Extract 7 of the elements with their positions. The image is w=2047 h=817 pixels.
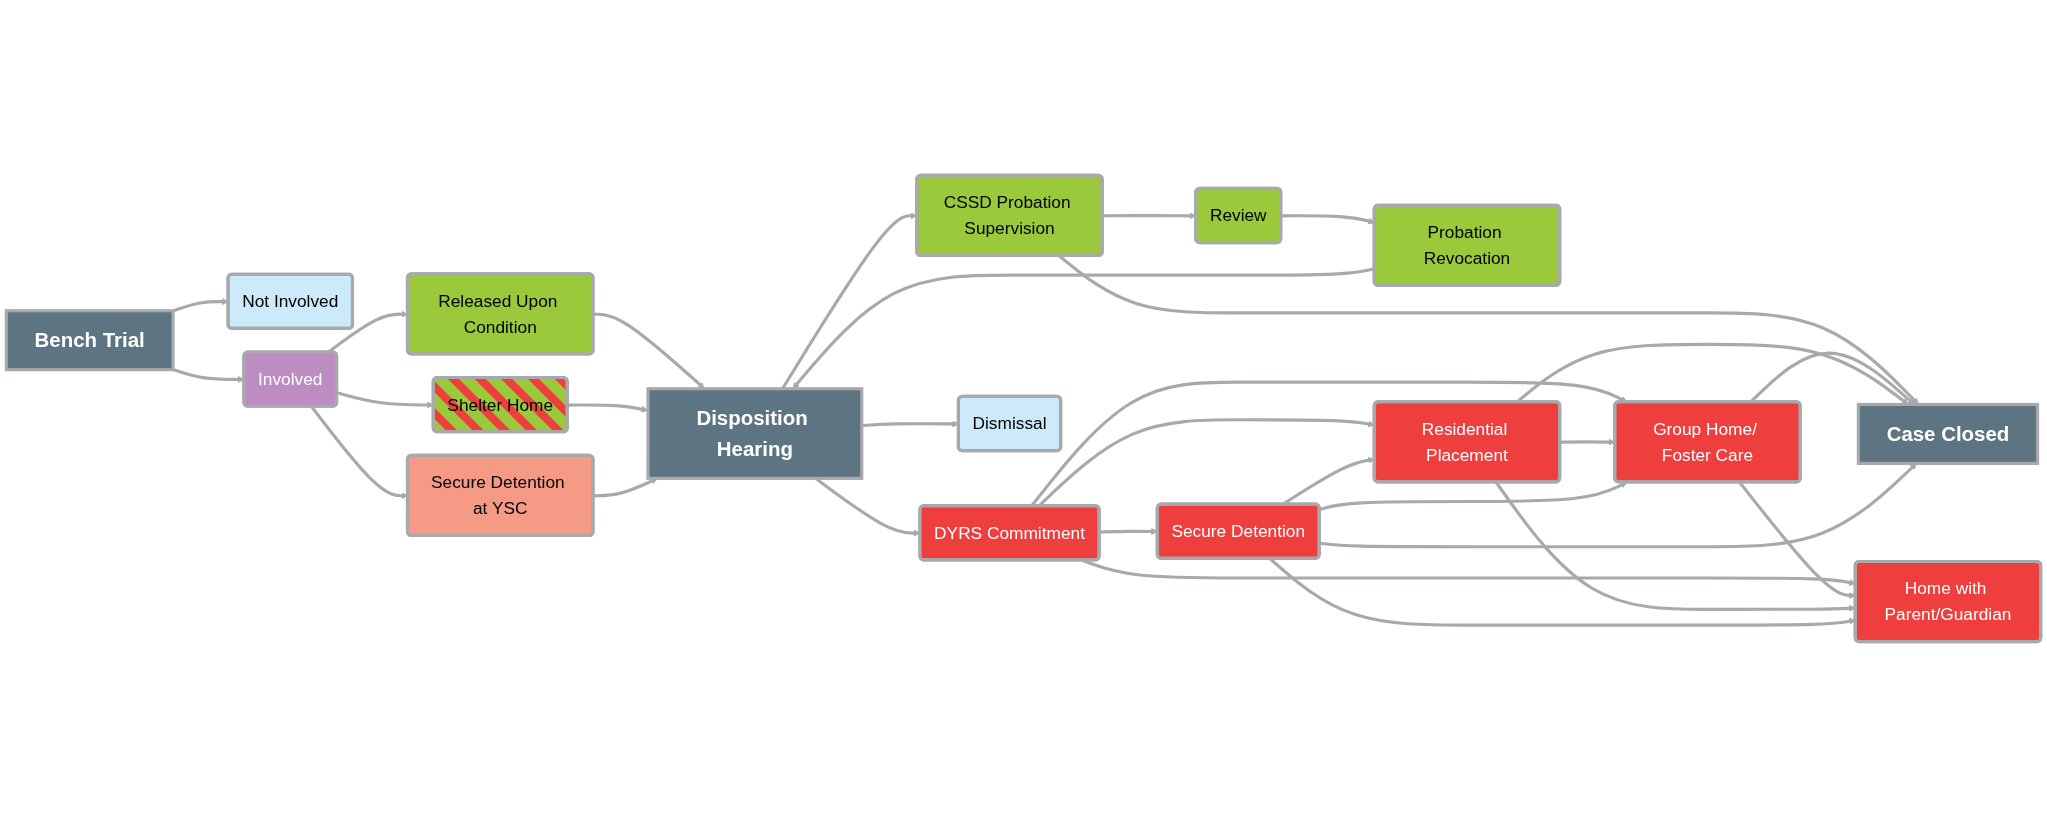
node-box: Disposition Hearing: [646, 387, 864, 480]
node-box: Case Closed: [1856, 402, 2040, 465]
node-box: Bench Trial: [4, 309, 175, 372]
arrow: [1515, 342, 1909, 405]
arrow: [1319, 481, 1628, 511]
arrow: [1319, 463, 1917, 549]
arrow: [1749, 351, 1915, 405]
